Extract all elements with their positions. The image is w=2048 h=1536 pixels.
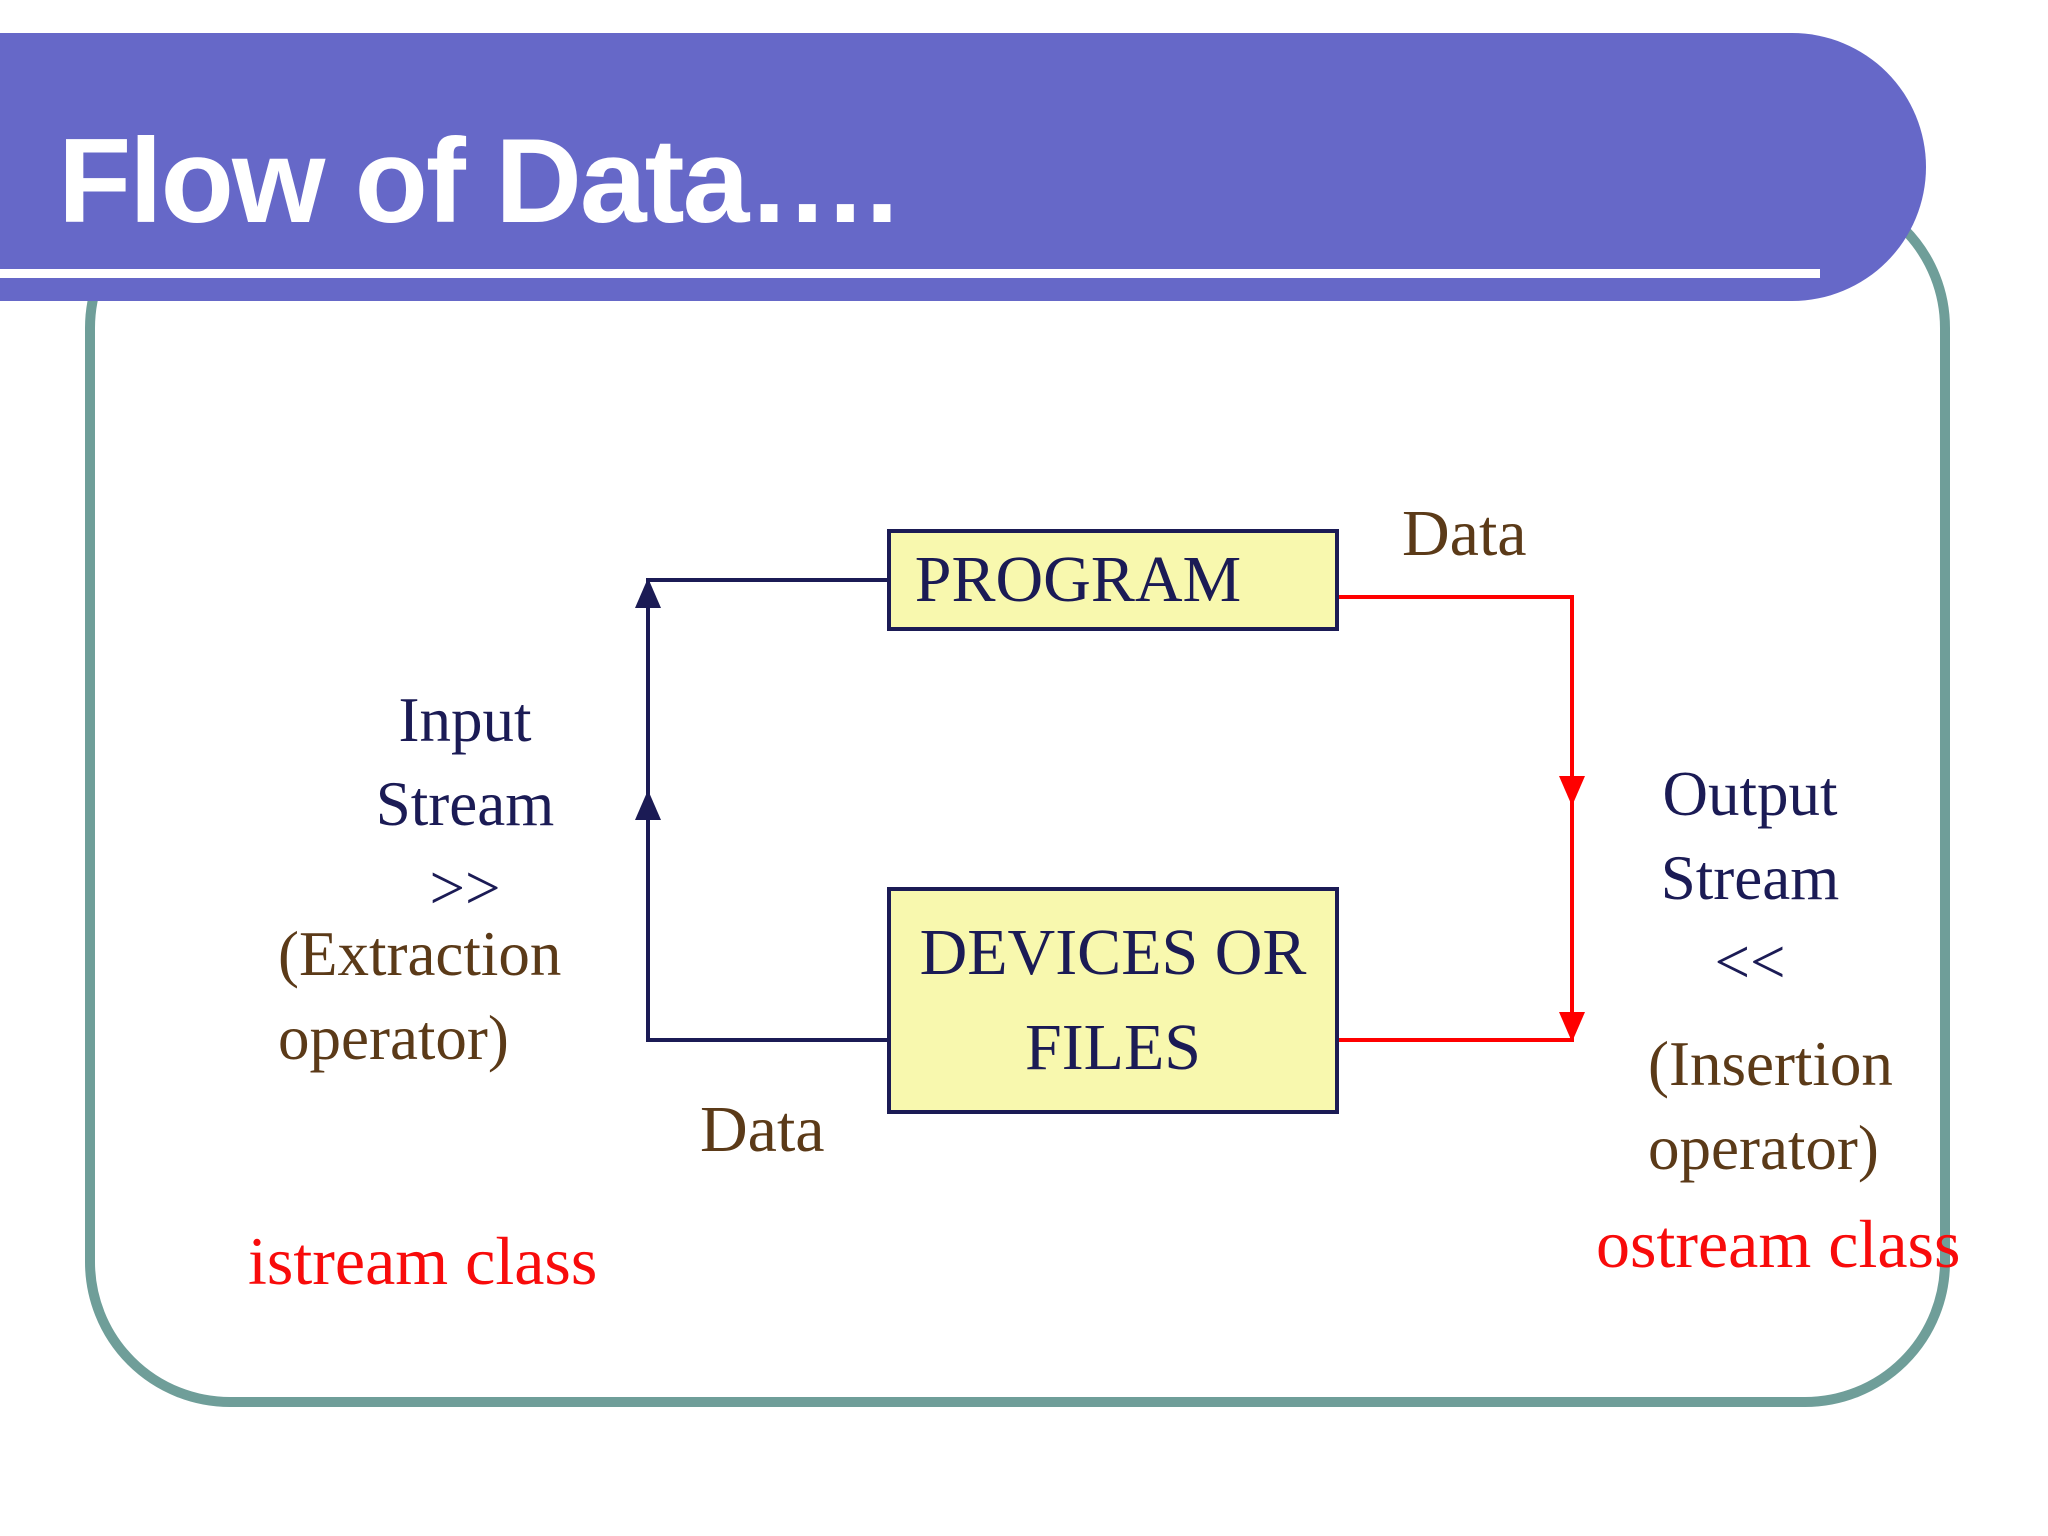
output-stream-line1: Output: [1662, 759, 1838, 829]
output-path-bottom-segment: [1339, 1038, 1572, 1042]
extraction-line2: operator): [278, 1003, 509, 1073]
output-stream-label: Output Stream <<: [1600, 752, 1900, 1004]
input-path-bottom-segment: [648, 1038, 887, 1042]
insertion-line2: operator): [1648, 1113, 1879, 1183]
insertion-operator-label: (Insertion operator): [1648, 1022, 1893, 1190]
insertion-line1: (Insertion: [1648, 1029, 1893, 1099]
arrow-down-icon: [1559, 776, 1585, 806]
insertion-operator-symbol: <<: [1714, 927, 1786, 997]
arrow-down-icon: [1559, 1012, 1585, 1042]
istream-class-label: istream class: [248, 1223, 598, 1299]
data-label-top: Data: [1402, 497, 1527, 570]
ostream-class-label: ostream class: [1596, 1206, 1961, 1282]
devices-box-label-line2: FILES: [1024, 1011, 1202, 1084]
arrow-up-icon: [635, 790, 661, 820]
input-stream-line1: Input: [398, 685, 532, 755]
output-path-top-segment: [1339, 595, 1574, 599]
input-path-top-segment: [648, 578, 887, 582]
output-stream-line2: Stream: [1660, 843, 1840, 913]
input-stream-label: Input Stream >>: [320, 678, 610, 930]
devices-box-label-line1: DEVICES OR: [919, 916, 1307, 989]
extraction-operator-symbol: >>: [429, 853, 501, 923]
devices-or-files-box: DEVICES OR FILES: [887, 887, 1339, 1114]
title-banner: Flow of Data….: [0, 33, 1926, 301]
output-path-vertical-segment: [1570, 595, 1574, 1042]
input-stream-line2: Stream: [375, 769, 555, 839]
program-box-label: PROGRAM: [914, 543, 1242, 616]
title-underline-rule: [0, 269, 1820, 278]
extraction-line1: (Extraction: [278, 919, 562, 989]
extraction-operator-label: (Extraction operator): [278, 912, 561, 1080]
data-label-bottom: Data: [700, 1093, 825, 1166]
program-box: PROGRAM: [887, 529, 1339, 631]
slide-title: Flow of Data….: [58, 114, 899, 248]
arrow-up-icon: [635, 578, 661, 608]
